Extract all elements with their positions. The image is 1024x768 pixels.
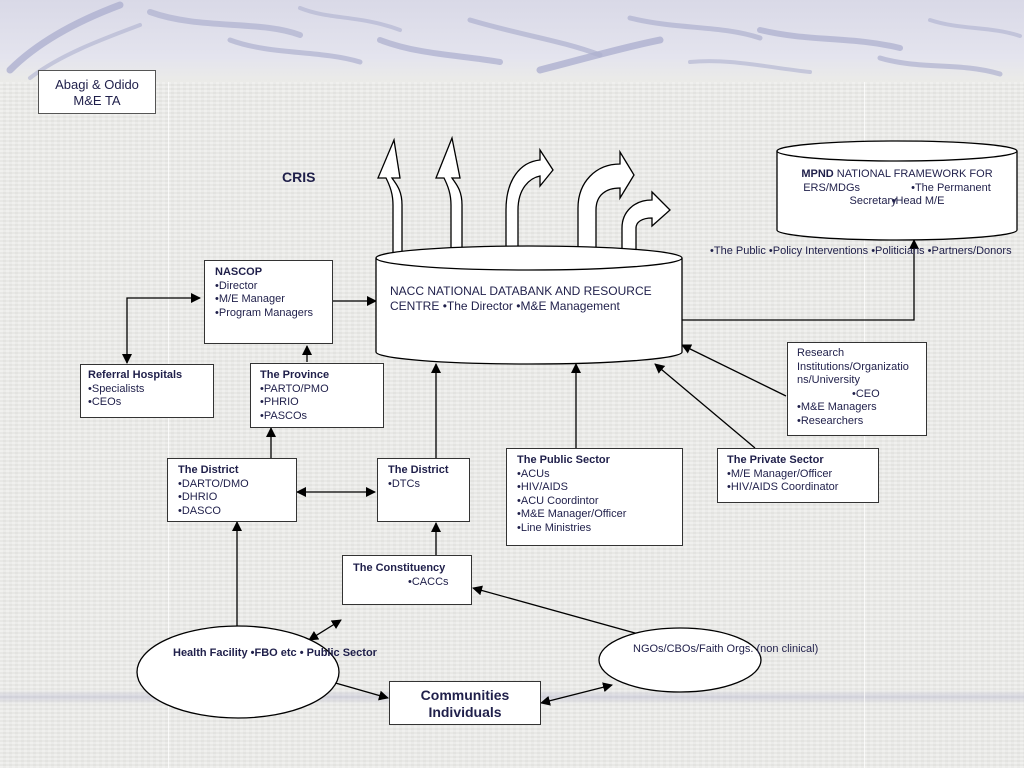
outflow-arrow xyxy=(621,190,671,256)
private-sector-title: The Private Sector xyxy=(727,454,824,466)
district-right-box: The District •DTCs xyxy=(377,458,470,522)
users-list: •The Public •Policy Interventions •Polit… xyxy=(710,245,1012,259)
research-item: •Researchers xyxy=(797,414,864,427)
author-name: Abagi & Odido xyxy=(55,77,139,92)
nascop-box: NASCOP •Director •M/E Manager •Program M… xyxy=(204,260,333,344)
nacc-title: NACC xyxy=(390,284,425,298)
users-item: •Partners/Donors xyxy=(927,245,1012,257)
referral-item: •Specialists xyxy=(88,382,145,395)
ngos-line: Orgs. (non xyxy=(726,643,779,655)
public-sector-item: •ACUs xyxy=(517,467,550,480)
health-facility-title: Health Facility xyxy=(173,647,248,659)
private-sector-item: •M/E Manager/Officer xyxy=(727,467,833,480)
district-left-box: The District •DARTO/DMO •DHRIO •DASCO xyxy=(167,458,297,522)
referral-hospitals-box: Referral Hospitals •Specialists •CEOs xyxy=(80,364,214,418)
nacc-cylinder-shape xyxy=(375,245,683,365)
mpnd-subtitle: NATIONAL FRAMEWORK FOR xyxy=(836,168,993,180)
public-sector-item: •HIV/AIDS xyxy=(517,481,568,493)
nacc-item: •The Director xyxy=(442,299,513,313)
district-right-item: •DTCs xyxy=(388,477,420,490)
nascop-title: NASCOP xyxy=(215,266,263,278)
public-sector-item: •ACU Coordintor xyxy=(517,494,599,507)
district-right-title: The District xyxy=(388,464,449,476)
research-line: Research xyxy=(797,347,845,359)
health-facility-item: • Public Sector xyxy=(299,647,377,659)
ngo-shape xyxy=(598,627,762,693)
health-facility-item: •FBO etc xyxy=(250,647,297,659)
public-sector-item: •M&E Manager/Officer xyxy=(517,508,627,520)
author-role: M&E TA xyxy=(73,93,121,108)
ngos-line: NGOs/CBOs/Faith xyxy=(633,643,724,655)
constituency-title: The Constituency xyxy=(353,562,446,574)
public-sector-item: •Line Ministries xyxy=(517,521,592,534)
communities-line: Individuals xyxy=(428,704,502,720)
constituency-box: The Constituency •CACCs xyxy=(342,555,472,605)
outflow-arrow xyxy=(577,149,635,256)
province-item: •PASCOs xyxy=(260,409,308,422)
mpnd-item: •Head M/E xyxy=(891,195,945,207)
outflow-arrow xyxy=(377,137,403,256)
province-box: The Province •PARTO/PMO •PHRIO •PASCOs xyxy=(250,363,384,428)
public-sector-box: The Public Sector •ACUs •HIV/AIDS •ACU C… xyxy=(506,448,683,546)
research-item: •M&E Managers xyxy=(797,401,877,413)
communities-line: Communities xyxy=(420,687,510,703)
nacc-subtitle: CENTRE xyxy=(390,299,440,313)
health-facility-node: Health Facility •FBO etc • Public Sector xyxy=(173,647,377,661)
mpnd-item: •The Permanent Secretary xyxy=(849,181,991,208)
outflow-arrow xyxy=(505,147,554,256)
outflow-arrow xyxy=(435,135,463,256)
district-left-item: •DHRIO xyxy=(178,491,218,503)
author-box: Abagi & Odido M&E TA xyxy=(38,70,156,114)
research-institutions-box: Research Institutions/Organizatio ns/Uni… xyxy=(787,342,927,436)
nascop-item: •Director xyxy=(215,279,258,292)
research-item: •CEO xyxy=(852,387,880,400)
nacc-item: •M&E Management xyxy=(516,299,620,313)
health-facility-shape xyxy=(136,625,340,719)
constituency-item: •CACCs xyxy=(408,575,449,588)
district-left-item: •DARTO/DMO xyxy=(178,477,249,490)
nacc-subtitle: NATIONAL DATABANK AND RESOURCE xyxy=(427,284,652,298)
users-item: •Policy Interventions xyxy=(768,245,869,257)
nascop-item: •Program Managers xyxy=(215,306,314,319)
nacc-node: NACC NATIONAL DATABANK AND RESOURCE CENT… xyxy=(390,284,680,314)
research-line: ns/University xyxy=(797,374,860,386)
nascop-item: •M/E Manager xyxy=(215,293,285,305)
mpnd-subtitle: ERS/MDGs xyxy=(803,181,861,194)
mpnd-cylinder-shape xyxy=(776,140,1018,241)
users-item: •The Public xyxy=(710,245,766,257)
background-rule xyxy=(168,82,169,768)
diagram-heading: CRIS xyxy=(282,169,316,185)
research-line: Institutions/Organizatio xyxy=(797,360,909,373)
province-title: The Province xyxy=(260,369,330,381)
referral-title: Referral Hospitals xyxy=(88,369,183,381)
private-sector-box: The Private Sector •M/E Manager/Officer … xyxy=(717,448,879,503)
mpnd-title: MPND xyxy=(801,168,834,180)
public-sector-title: The Public Sector xyxy=(517,454,610,466)
referral-item: •CEOs xyxy=(88,396,122,408)
ngos-node: NGOs/CBOs/Faith Orgs. (non clinical) xyxy=(633,643,818,657)
district-left-title: The District xyxy=(178,464,239,476)
ngos-line: clinical) xyxy=(781,643,819,655)
outflow-arrows xyxy=(377,135,671,256)
users-item: •Politicians xyxy=(871,245,925,257)
communities-box: Communities Individuals xyxy=(389,681,541,725)
mpnd-node: MPND NATIONAL FRAMEWORK FOR ERS/MDGs •Th… xyxy=(790,168,1004,209)
private-sector-item: •HIV/AIDS Coordinator xyxy=(727,481,839,493)
district-left-item: •DASCO xyxy=(178,504,221,517)
province-item: •PHRIO xyxy=(260,396,299,408)
province-item: •PARTO/PMO xyxy=(260,382,329,395)
